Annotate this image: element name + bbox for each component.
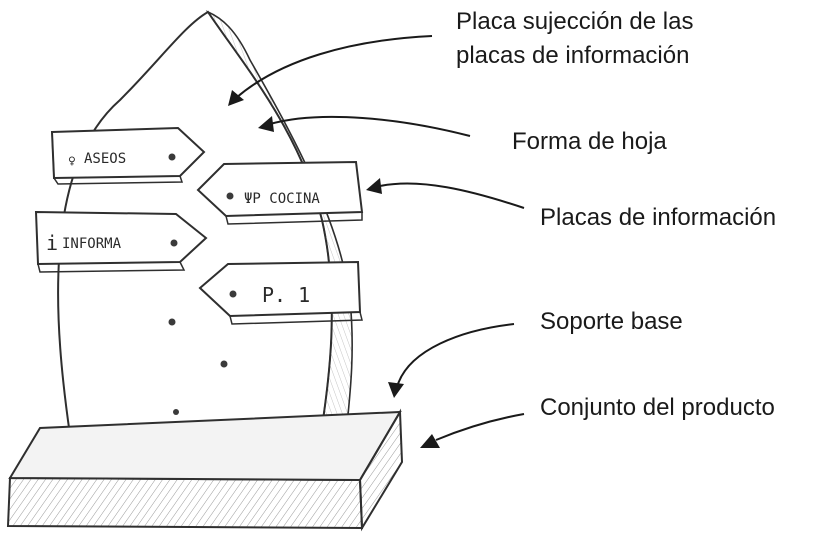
arrow-forma-hoja <box>269 115 471 137</box>
label-placa-sujecion-line1: Placa sujección de las <box>456 8 694 35</box>
label-soporte-base: Soporte base <box>540 308 683 335</box>
sign-cocina: ΨP COCINA <box>196 160 364 225</box>
sign-aseos: ♀ ASEOS <box>50 126 206 185</box>
arrow-conjunto <box>435 413 525 441</box>
mounting-hole <box>173 409 179 415</box>
sign-aseos-label: ASEOS <box>84 151 126 167</box>
mounting-hole <box>168 318 176 326</box>
label-conjunto-producto: Conjunto del producto <box>540 394 775 421</box>
arrow-head <box>258 116 274 132</box>
toilet-icon: ♀ <box>68 154 76 169</box>
arrow-placas-info <box>379 182 525 209</box>
sign-planta-label: P. 1 <box>262 283 310 307</box>
arrow-head <box>388 382 404 398</box>
mounting-hole <box>220 360 228 368</box>
info-icon: i <box>46 231 58 255</box>
arrows <box>228 35 525 448</box>
arrow-head <box>366 178 382 194</box>
label-forma-hoja: Forma de hoja <box>512 128 667 155</box>
sign-planta: P. 1 <box>198 260 363 325</box>
label-placas-informacion: Placas de información <box>540 204 777 231</box>
sign-informa-label: INFORMA <box>62 236 122 252</box>
sign-informa: i INFORMA <box>34 210 208 273</box>
sign-cocina-label: ΨP COCINA <box>244 191 320 207</box>
arrow-soporte-base <box>397 323 515 385</box>
base-side <box>358 408 404 532</box>
arrow-head <box>228 90 244 106</box>
arrow-head <box>420 434 440 448</box>
base-front <box>6 476 364 530</box>
arrow-placa-sujecion <box>235 35 433 99</box>
label-placa-sujecion-line2: placas de información <box>456 42 690 69</box>
